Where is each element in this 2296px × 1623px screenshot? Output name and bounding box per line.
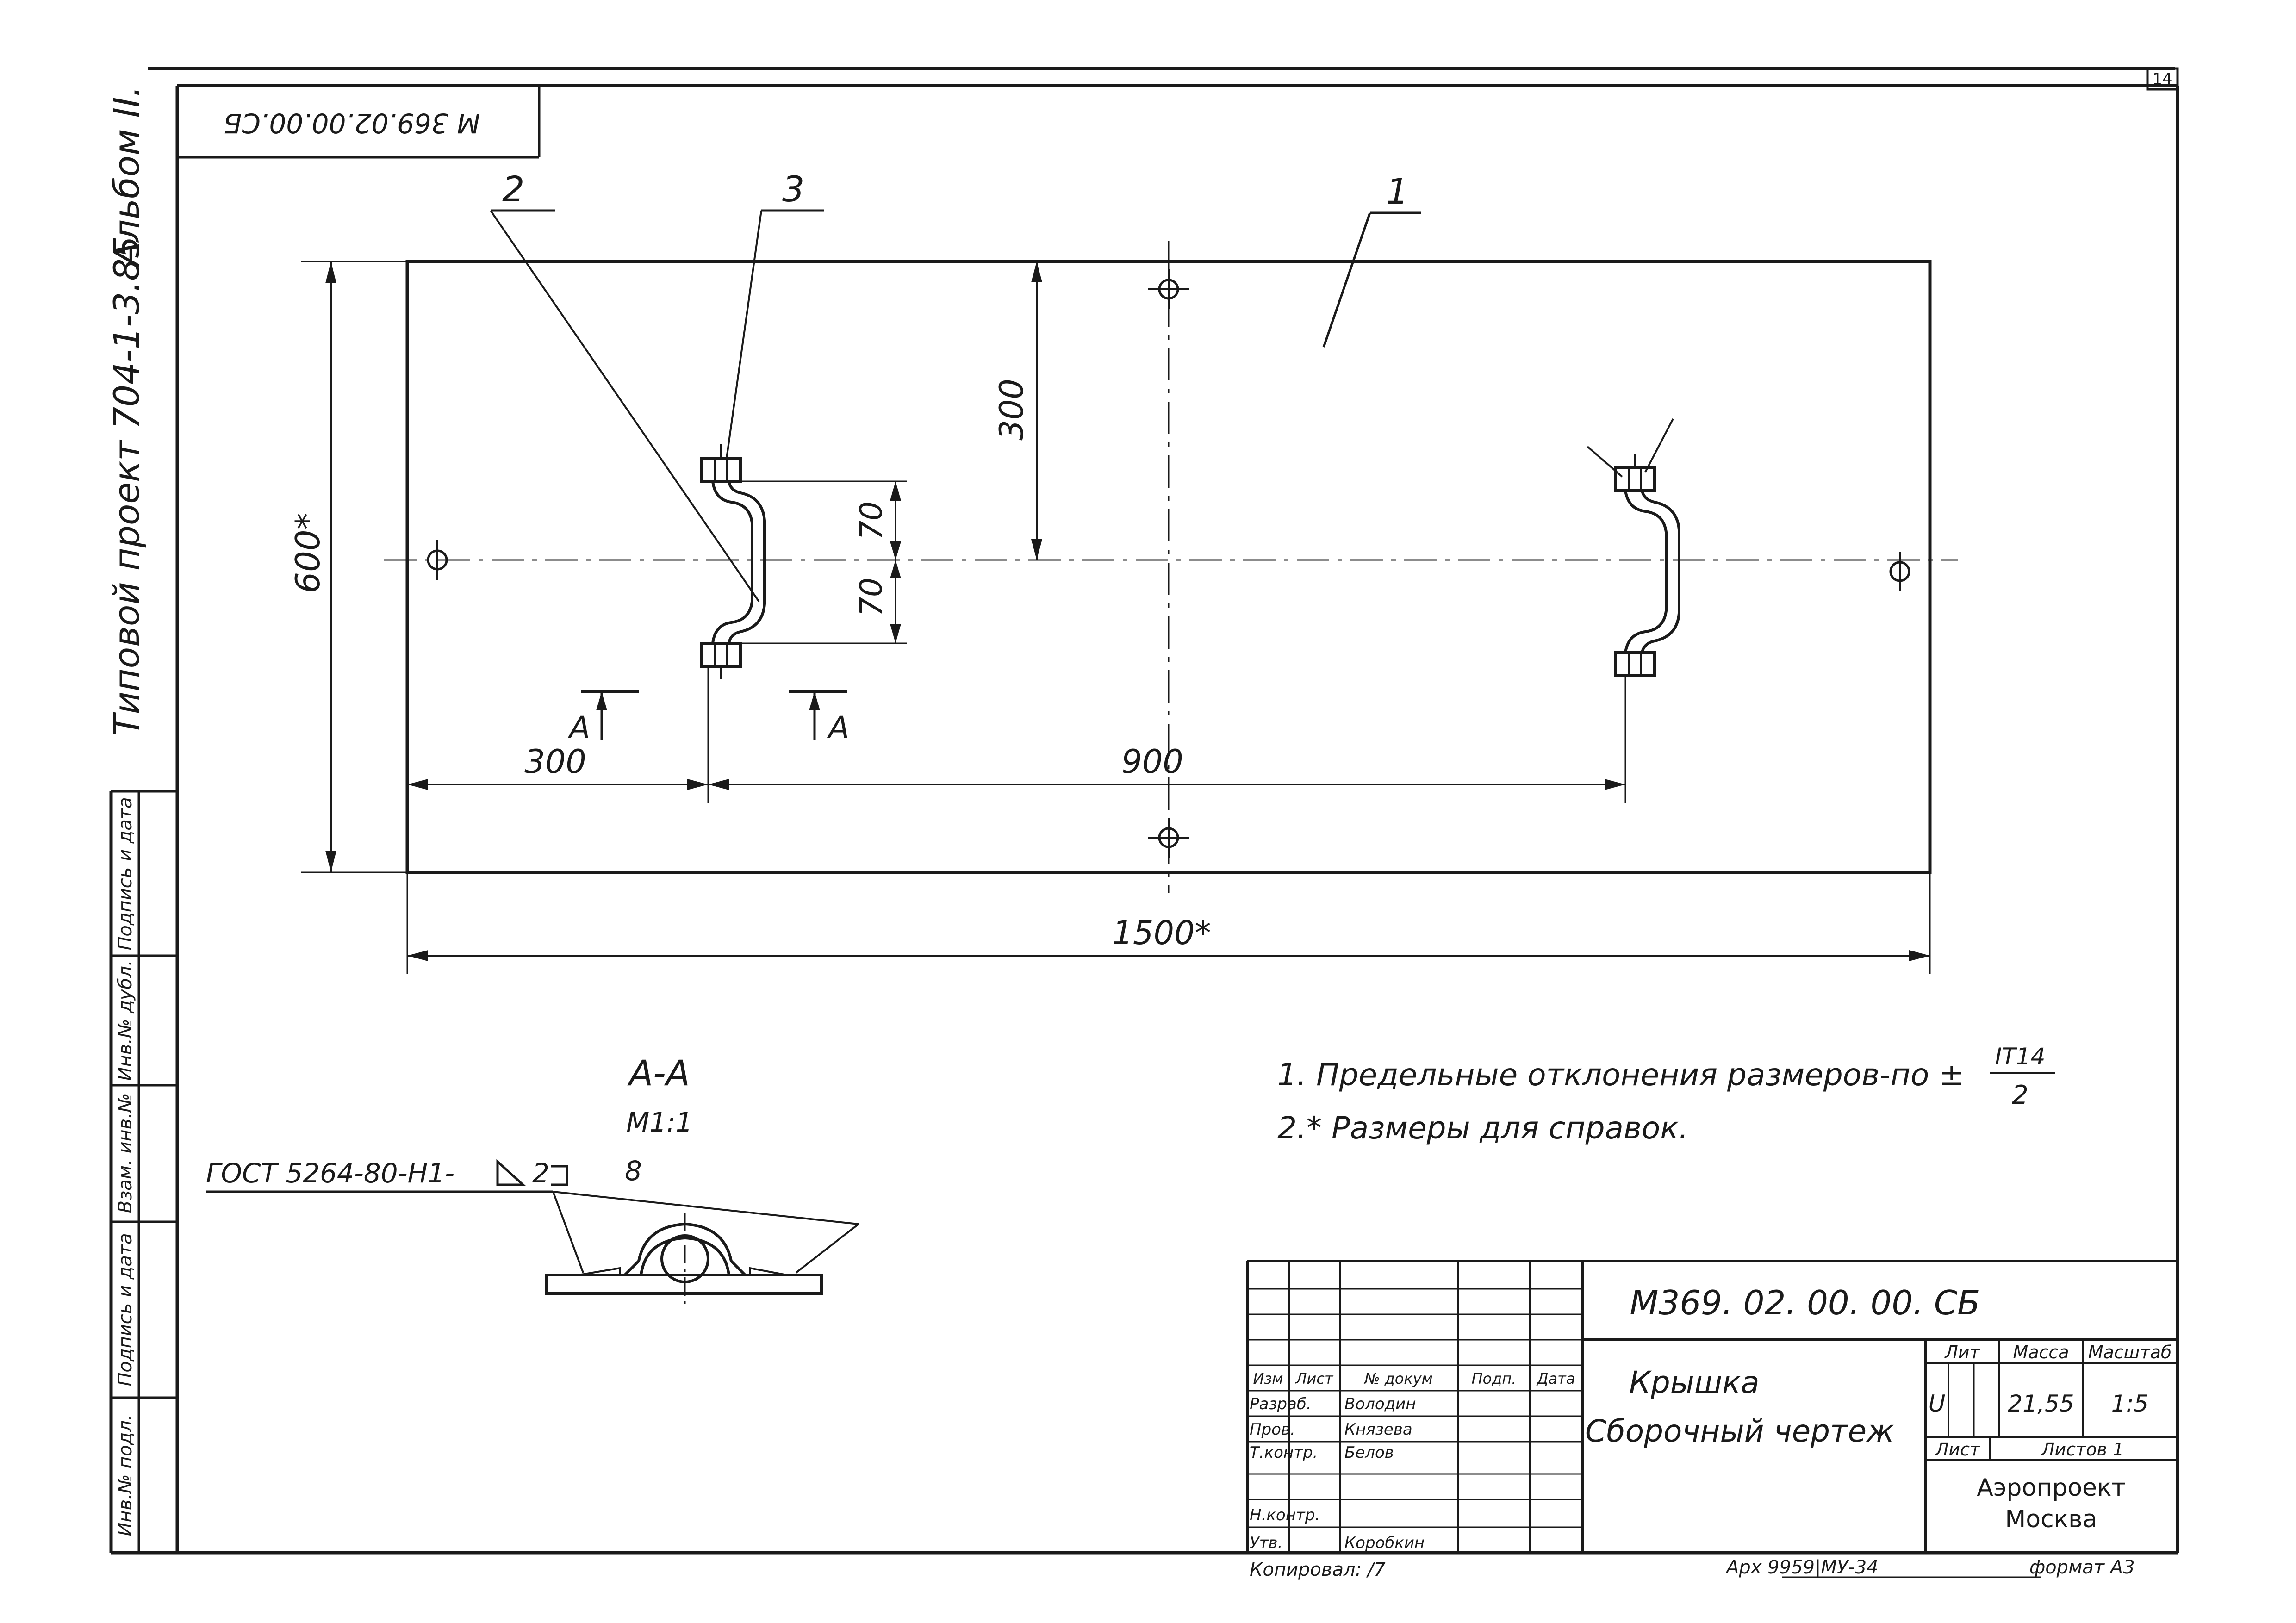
weld-note: ГОСТ 5264-80-Н1- 2 8 — [206, 1155, 859, 1274]
footer-format: формат А3 — [2029, 1557, 2135, 1578]
dim-300-top: 300 — [993, 261, 1042, 560]
footer-copied: Копировал: /7 — [1250, 1559, 1386, 1580]
role-tkontr: Т.контр. — [1250, 1443, 1318, 1462]
name-utv: Коробкин — [1344, 1534, 1425, 1552]
section-title: А-А — [627, 1052, 690, 1094]
dim-600-label: 600* — [288, 513, 327, 593]
side-title-album: Альбом II. — [106, 86, 147, 268]
role-nkontr: Н.контр. — [1250, 1506, 1320, 1524]
dim-300-900: 300 900 — [407, 666, 1626, 803]
sheet-frame — [109, 67, 2179, 1555]
drawing-name-2: Сборочный чертеж — [1585, 1413, 1894, 1449]
dim-900-label: 900 — [1121, 743, 1183, 781]
listov-label: Листов 1 — [2041, 1439, 2124, 1460]
dim-1500-label: 1500* — [1112, 914, 1211, 952]
dim-70-70: 70 70 — [740, 480, 907, 644]
dim-300-left-label: 300 — [524, 743, 586, 781]
footer-archive: Арх 9959|МУ-34 — [1725, 1557, 1879, 1578]
hdr-izm: Изм — [1253, 1370, 1283, 1387]
note-2: 2.* Размеры для справок. — [1277, 1110, 1688, 1146]
section-scale: М1:1 — [626, 1107, 692, 1138]
role-prov: Пров. — [1250, 1420, 1295, 1439]
leader-1-label: 1 — [1386, 171, 1408, 212]
page-number-box: 14 — [2146, 67, 2179, 91]
stamp-inv-dubl: Инв.№ дубл. — [115, 960, 136, 1081]
hole-right — [1889, 552, 1910, 591]
role-razrab: Разраб. — [1250, 1395, 1312, 1413]
leader-3-label: 3 — [782, 168, 804, 210]
org-line-2: Москва — [2005, 1505, 2097, 1533]
hdr-ndok: № докум — [1363, 1370, 1433, 1387]
hdr-podp: Подп. — [1472, 1370, 1517, 1387]
name-tkontr: Белов — [1344, 1443, 1394, 1462]
lit-label: Лит — [1944, 1342, 1980, 1362]
massa-label: Масса — [2013, 1342, 2069, 1362]
section-mark-right: А — [827, 710, 849, 746]
section-profile — [545, 1213, 823, 1310]
leader-2: 2 — [490, 168, 760, 603]
stamp-podpis-2: Подпись и дата — [115, 797, 136, 950]
leader-3: 3 — [726, 168, 824, 459]
rotated-code-box: М 369.02.00.00.СБ — [177, 86, 541, 159]
stamp-inv-podl: Инв.№ подл. — [115, 1414, 136, 1536]
dim-70-lower-label: 70 — [853, 578, 889, 616]
stamp-podpis-1: Подпись и дата — [115, 1233, 136, 1386]
hole-top — [1148, 269, 1189, 309]
hole-left — [427, 540, 448, 580]
cover-plate — [384, 241, 1958, 893]
note-1: 1. Предельные отклонения размеров-по ± — [1277, 1057, 1965, 1093]
rotated-code: М 369.02.00.00.СБ — [224, 107, 480, 139]
lit-value: U — [1929, 1390, 1946, 1417]
drawing-name-1: Крышка — [1629, 1365, 1760, 1400]
footer: Копировал: /7 Арх 9959|МУ-34 формат А3 — [1250, 1557, 2135, 1580]
leader-2-label: 2 — [502, 168, 524, 210]
list-label: Лист — [1935, 1439, 1981, 1460]
leader-1: 1 — [1322, 171, 1421, 348]
handle-right — [1614, 454, 1680, 677]
org-line-1: Аэропроект — [1977, 1474, 2125, 1502]
role-utv: Утв. — [1250, 1534, 1282, 1552]
weld-note-text: ГОСТ 5264-80-Н1- — [206, 1157, 454, 1189]
hdr-data: Дата — [1536, 1370, 1575, 1387]
name-razrab: Володин — [1344, 1395, 1416, 1413]
section-cut-marks: А А — [567, 690, 849, 746]
side-title-project: Типовой проект 704-1-3.85 — [106, 236, 147, 736]
title-block: М369. 02. 00. 00. СБ Крышка Сборочный че… — [1246, 1260, 2178, 1553]
handle-left — [700, 444, 766, 679]
name-prov: Князева — [1344, 1420, 1412, 1439]
note-1-frac-bottom: 2 — [2012, 1080, 2028, 1110]
designation: М369. 02. 00. 00. СБ — [1630, 1283, 1980, 1322]
hole-bottom — [1148, 818, 1189, 858]
dim-70-upper-label: 70 — [853, 501, 889, 540]
hdr-list: Лист — [1295, 1370, 1333, 1387]
massa-value: 21,55 — [2008, 1390, 2074, 1417]
note-1-frac-top: IT14 — [1995, 1043, 2046, 1070]
leaders-right-handle — [1587, 418, 1674, 478]
weld-size: 2 — [532, 1157, 549, 1189]
dim-600: 600* — [288, 261, 407, 873]
section-mark-left: А — [567, 710, 590, 746]
masshtab-label: Масштаб — [2088, 1342, 2172, 1362]
left-stamp: Инв.№ подл. Подпись и дата Взам. инв.№ И… — [111, 790, 177, 1553]
leader-8-label: 8 — [625, 1155, 642, 1187]
dim-300-top-label: 300 — [993, 379, 1031, 441]
notes: 1. Предельные отклонения размеров-по ± I… — [1277, 1043, 2055, 1146]
dim-1500: 1500* — [406, 872, 1931, 974]
stamp-vzam-inv: Взам. инв.№ — [115, 1094, 136, 1213]
masshtab-value: 1:5 — [2111, 1390, 2148, 1417]
page-number: 14 — [2152, 70, 2172, 88]
